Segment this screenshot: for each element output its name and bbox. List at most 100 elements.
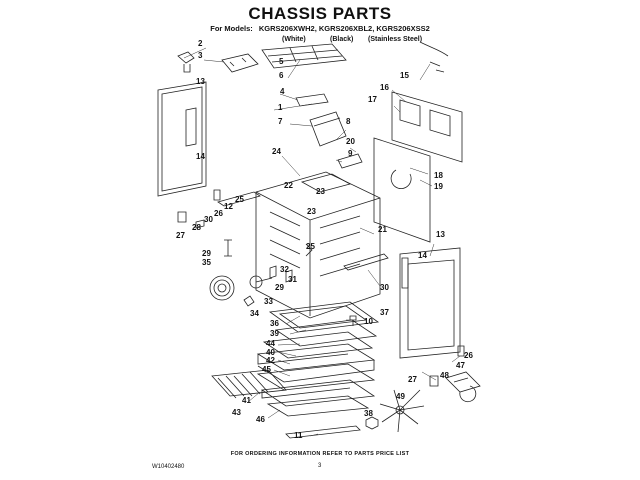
callout-48: 48 [440,371,449,380]
callout-40: 40 [266,348,275,357]
callout-3: 3 [198,51,203,60]
part-hinge-27-left [177,211,187,223]
callout-26-left: 26 [214,209,223,218]
part-side-panel-13-left [157,81,207,197]
callout-44: 44 [266,339,275,348]
part-drawer-40 [256,343,376,383]
callout-4: 4 [280,87,285,96]
part-duct-7 [309,111,347,147]
callout-38: 38 [364,409,373,418]
callout-26-right: 26 [464,351,473,360]
part-drawer-slide-11 [285,425,361,439]
callout-13-left: 13 [196,77,205,86]
callout-10: 10 [364,317,373,326]
part-oven-cavity [255,171,381,319]
part-fan-motor-47 [445,371,481,403]
part-bulb-34 [243,295,255,307]
callout-42: 42 [266,356,275,365]
callout-2: 2 [198,39,203,48]
part-bracket-25b [305,243,313,257]
models-list: KGRS206XWH2, KGRS206XBL2, KGRS206XSS2 [258,24,430,33]
callout-32: 32 [280,265,289,274]
part-hinge-bracket-14-right [401,257,409,289]
callout-13-right: 13 [436,230,445,239]
part-oven-rack-43 [211,369,287,399]
callout-15: 15 [400,71,409,80]
callout-27-left: 27 [176,231,185,240]
color-black: (Black) [330,36,354,43]
callout-30-left: 30 [204,215,213,224]
callout-25-left: 25 [235,195,244,204]
callout-14-right: 14 [418,251,427,260]
part-insulation-14-left [185,107,197,147]
callout-11: 11 [294,431,303,440]
callout-25-b: 25 [306,242,315,251]
callout-30-right: 30 [380,283,389,292]
part-fan-grill-35 [209,275,235,301]
part-bracket-5 [221,53,259,73]
models-line: For Models: KGRS206XWH2, KGRS206XBL2, KG… [0,24,640,33]
part-element-39 [274,319,378,347]
part-clip-26-left [213,189,221,201]
callout-19: 19 [434,182,443,191]
part-cavity-rack-guides [269,211,361,277]
part-drawer-liner-46 [266,395,370,417]
part-wire-harness-15 [419,41,449,73]
part-rear-wall-18 [373,137,431,243]
callout-31: 31 [288,275,297,284]
page-number: 3 [318,463,322,469]
part-bracket-9 [337,153,363,169]
callout-45: 45 [262,365,271,374]
callout-36: 36 [270,319,279,328]
part-clip-28 [195,219,205,229]
callout-29-b: 29 [275,283,284,292]
part-drawer-45 [260,379,376,407]
callout-18: 18 [434,171,443,180]
part-drawer-42 [256,363,376,391]
color-stainless: (Stainless Steel) [368,36,423,43]
callout-16: 16 [380,83,389,92]
ordering-note: FOR ORDERING INFORMATION REFER TO PARTS … [230,451,410,457]
part-rear-panel-16 [391,91,463,163]
part-lamp-33 [249,275,273,289]
callout-34: 34 [250,309,259,318]
callout-35: 35 [202,258,211,267]
callout-37: 37 [380,308,389,317]
callout-17: 17 [368,95,377,104]
part-hinge-27-right [429,375,439,387]
callout-23-a: 23 [316,187,325,196]
callout-9: 9 [348,149,353,158]
callout-8: 8 [346,117,351,126]
callout-12: 12 [224,202,233,211]
part-bracket-2 [177,51,195,73]
callout-14-left: 14 [196,152,205,161]
callout-7: 7 [278,117,283,126]
part-broil-pan-36 [268,301,380,333]
part-latch-29 [224,239,232,257]
callout-33: 33 [264,297,273,306]
color-white: (White) [282,36,306,43]
part-door-13-right [399,247,461,359]
document-number: W10402480 [152,464,185,470]
callout-20: 20 [346,137,355,146]
callout-28: 28 [192,223,201,232]
part-front-trim-30-right [343,253,389,271]
part-side-trim-30-left [217,191,261,207]
callout-6: 6 [279,71,284,80]
callout-23-b: 23 [307,207,316,216]
part-vent-6 [261,43,347,69]
callout-21: 21 [378,225,387,234]
callout-46: 46 [256,415,265,424]
part-fan-blade-49 [379,389,425,433]
part-nut-38 [365,416,379,430]
callout-39: 39 [270,329,279,338]
callout-49: 49 [396,392,405,401]
models-label: For Models: [210,24,253,33]
callout-27-right: 27 [408,375,417,384]
callout-41: 41 [242,396,251,405]
callout-47: 47 [456,361,465,370]
callout-5: 5 [279,57,284,66]
part-top-burner-box-22 [300,173,352,193]
callout-22: 22 [284,181,293,190]
